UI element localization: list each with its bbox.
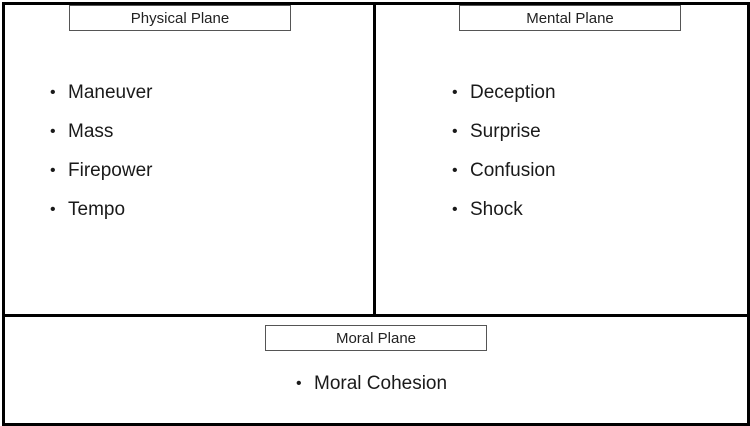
moral-plane-title: Moral Plane — [265, 325, 487, 351]
moral-plane-title-text: Moral Plane — [335, 329, 417, 347]
physical-plane-title: Physical Plane — [69, 5, 291, 31]
list-item: Mass — [50, 121, 153, 160]
vertical-divider — [373, 2, 376, 315]
list-item: Firepower — [50, 160, 153, 199]
list-item: Tempo — [50, 199, 153, 238]
list-item: Confusion — [452, 160, 556, 199]
list-item: Maneuver — [50, 82, 153, 121]
mental-plane-list: Deception Surprise Confusion Shock — [452, 82, 556, 238]
list-item: Deception — [452, 82, 556, 121]
physical-plane-title-text: Physical Plane — [130, 9, 230, 27]
mental-plane-title-text: Mental Plane — [526, 9, 614, 27]
physical-plane-list: Maneuver Mass Firepower Tempo — [50, 82, 153, 238]
list-item: Surprise — [452, 121, 556, 160]
mental-plane-title: Mental Plane — [459, 5, 681, 31]
moral-plane-list: Moral Cohesion — [296, 373, 447, 412]
list-item: Moral Cohesion — [296, 373, 447, 412]
list-item: Shock — [452, 199, 556, 238]
horizontal-divider — [2, 314, 750, 317]
